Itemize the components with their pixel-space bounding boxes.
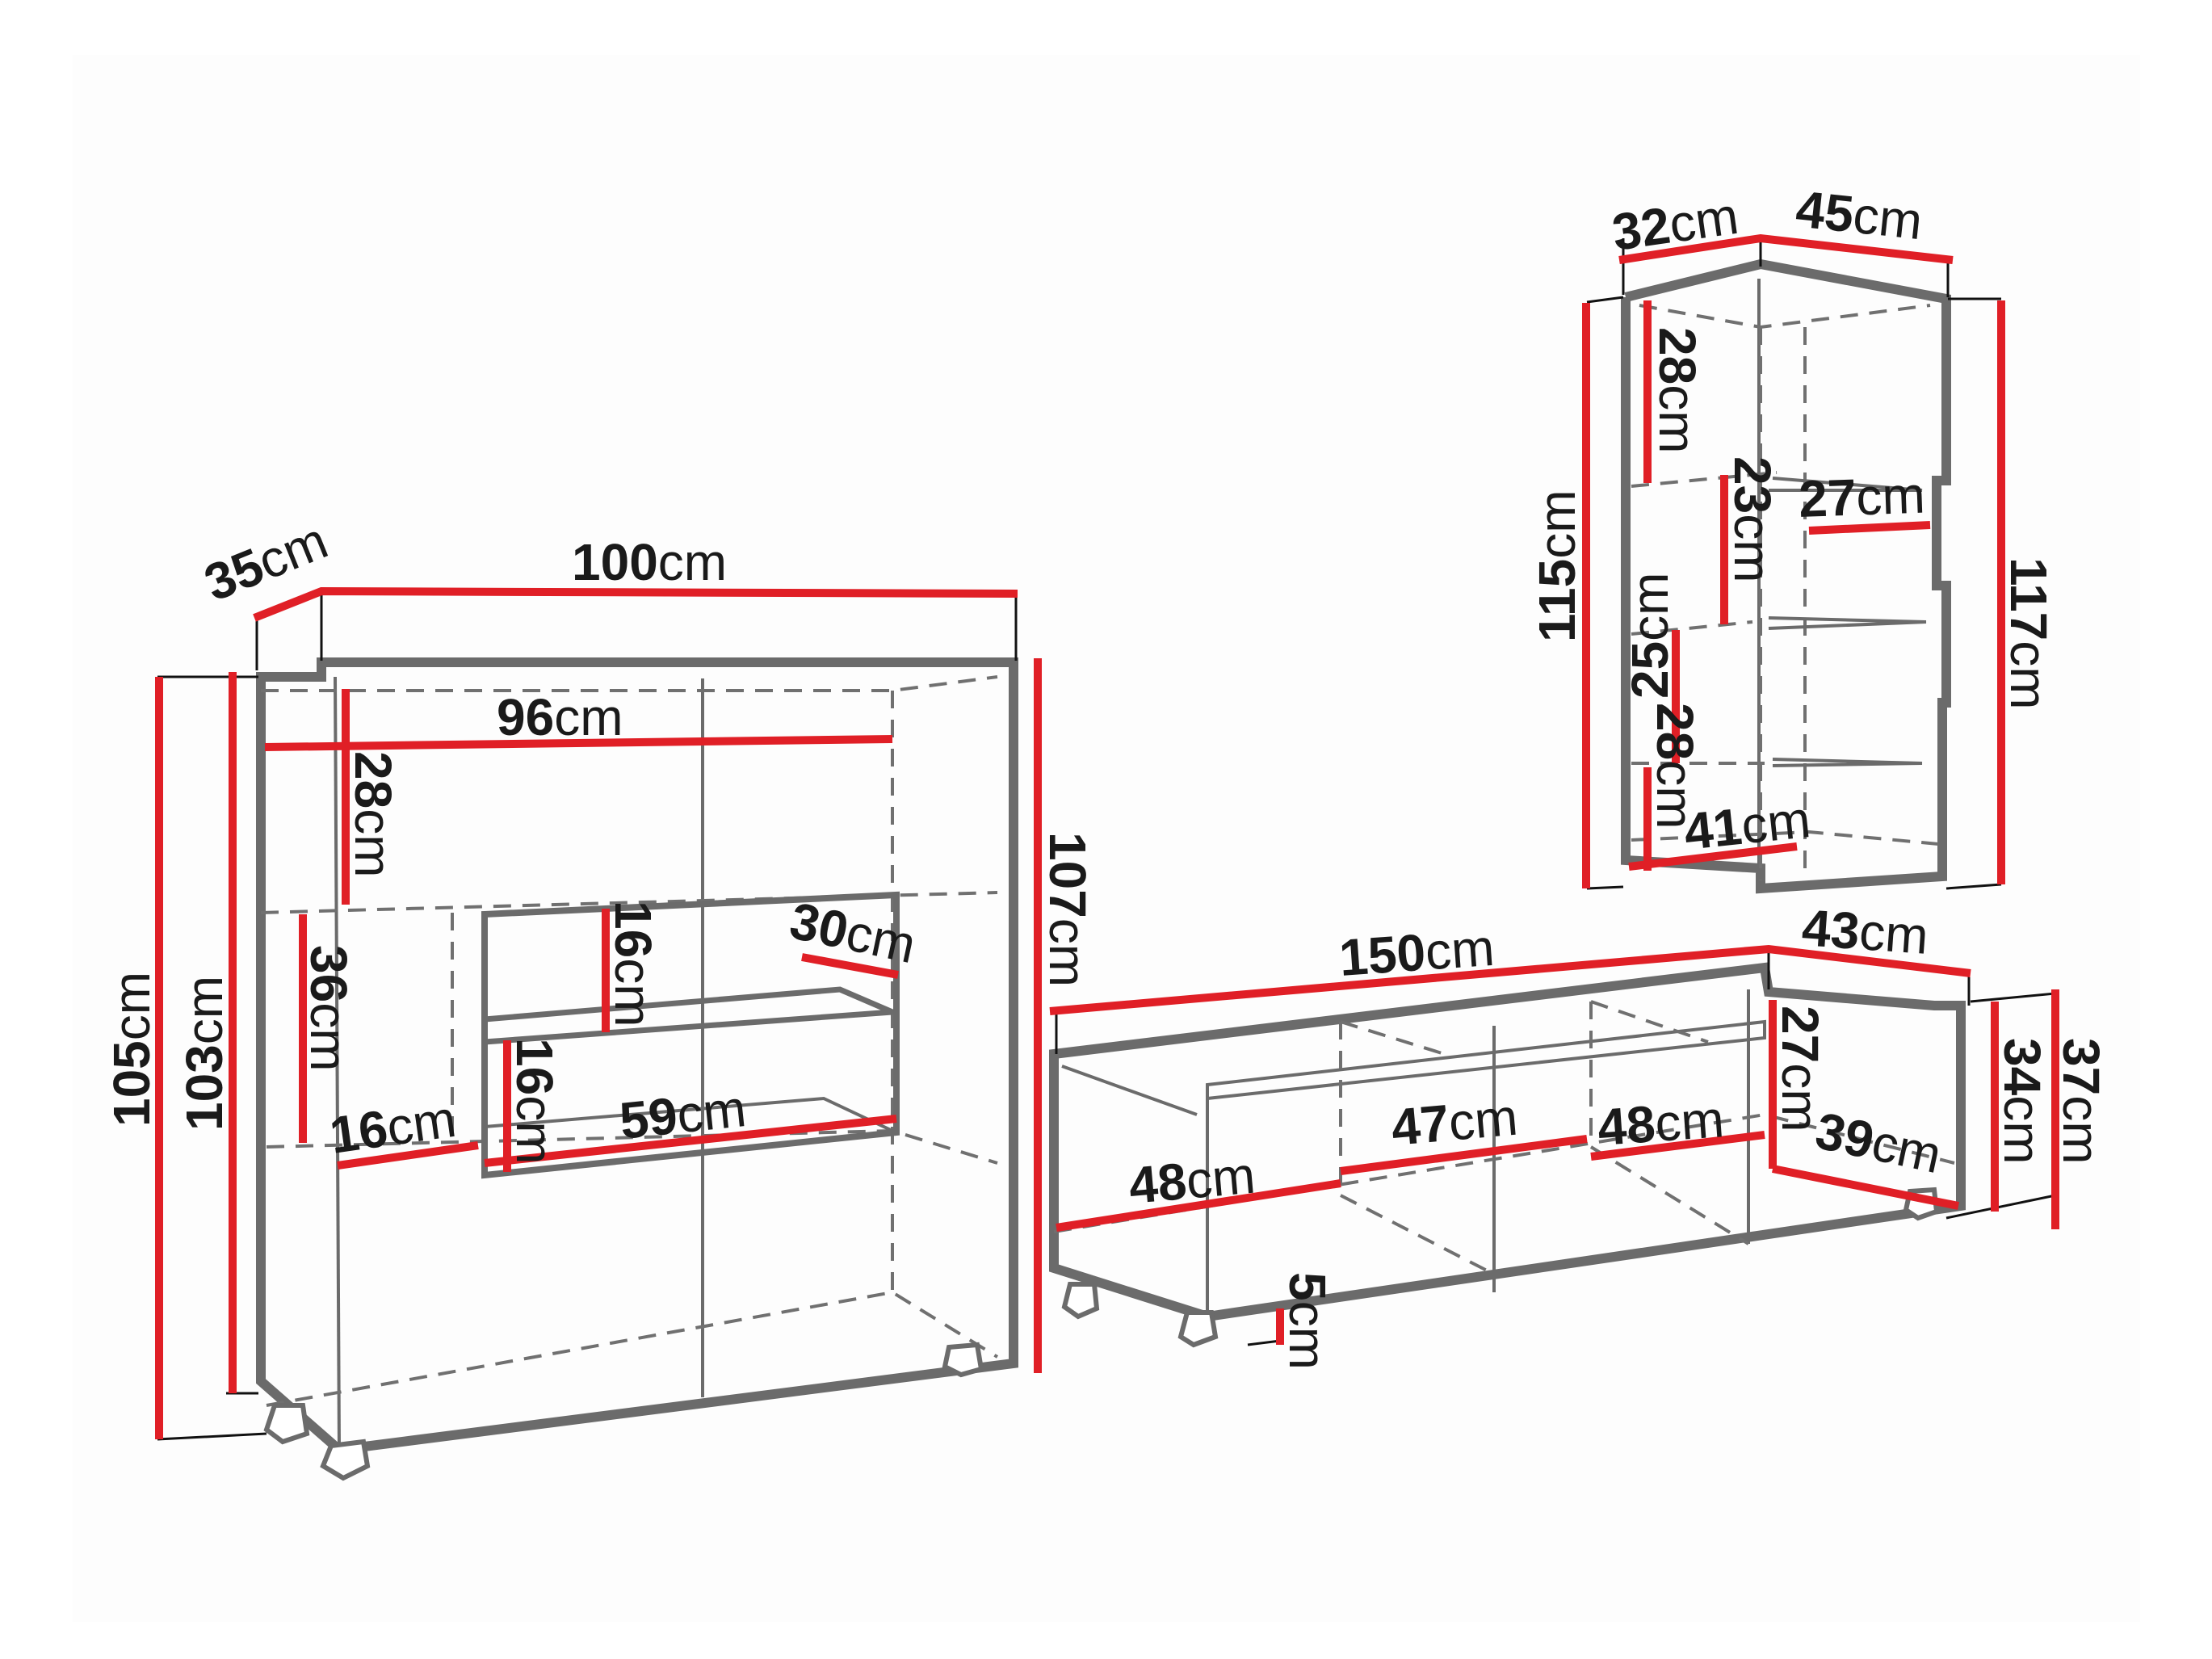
tv-stand <box>1049 944 2059 1348</box>
label-tv-leg-height: 5cm <box>1278 1272 1337 1370</box>
label-open-shelf-width: 59cm <box>617 1079 749 1150</box>
label-tv-inner-depth: 39cm <box>1811 1101 1946 1184</box>
label-sideboard-height-total: 105cm <box>103 972 161 1127</box>
label-wall-bottom-width: 41cm <box>1681 790 1813 861</box>
dim-line-96 <box>264 735 893 751</box>
label-tv-compartment-left: 48cm <box>1127 1146 1257 1215</box>
label-sideboard-height-right: 107cm <box>1039 832 1097 987</box>
label-open-shelf-lower: 16cm <box>506 1038 564 1165</box>
label-tv-compartment-right: 48cm <box>1596 1090 1726 1157</box>
dim-line-tv-top <box>1049 944 1971 1015</box>
label-tv-width: 150cm <box>1337 918 1496 987</box>
label-tv-height-body: 34cm <box>1993 1038 2051 1165</box>
label-wall-shelf-1: 28cm <box>1648 327 1706 454</box>
tv-stand-feet <box>1061 1186 1940 1348</box>
label-open-shelf-upper: 16cm <box>604 901 662 1027</box>
label-sideboard-inner-width: 96cm <box>497 688 623 746</box>
label-sideboard-height-body: 103cm <box>175 976 233 1131</box>
label-side-depth: 16cm <box>326 1090 460 1165</box>
sideboard-outline <box>256 657 1018 1455</box>
dim-line-wall-top <box>1618 233 1954 264</box>
label-sideboard-width: 100cm <box>572 533 727 591</box>
diagram-background <box>73 55 2140 1622</box>
label-sideboard-top-shelf: 28cm <box>344 751 402 878</box>
label-wall-height-left: 115cm <box>1528 489 1586 642</box>
label-tv-height-total: 37cm <box>2052 1038 2110 1165</box>
label-wall-shelf-2: 23cm <box>1723 456 1782 583</box>
label-wall-shelf-4: 28cm <box>1646 703 1704 830</box>
label-sideboard-middle: 36cm <box>300 945 358 1072</box>
label-open-shelf-depth: 30cm <box>785 891 921 974</box>
sideboard-feet <box>263 1342 984 1481</box>
label-tv-inner-height: 27cm <box>1771 1006 1829 1132</box>
label-wall-shelf-depth: 27cm <box>1798 466 1926 528</box>
label-wall-shelf-3: 25cm <box>1621 573 1679 699</box>
wall-cabinet <box>1582 233 2005 894</box>
sideboard <box>155 586 1042 1481</box>
label-wall-front-width: 45cm <box>1794 179 1925 250</box>
dim-line-sideboard-top <box>253 586 1018 622</box>
label-tv-depth: 43cm <box>1800 898 1930 965</box>
label-wall-height-right: 117cm <box>2000 557 2058 710</box>
tv-stand-outline <box>1049 962 1966 1322</box>
label-tv-compartment-middle: 47cm <box>1389 1088 1520 1157</box>
label-wall-side-width: 32cm <box>1609 187 1742 262</box>
